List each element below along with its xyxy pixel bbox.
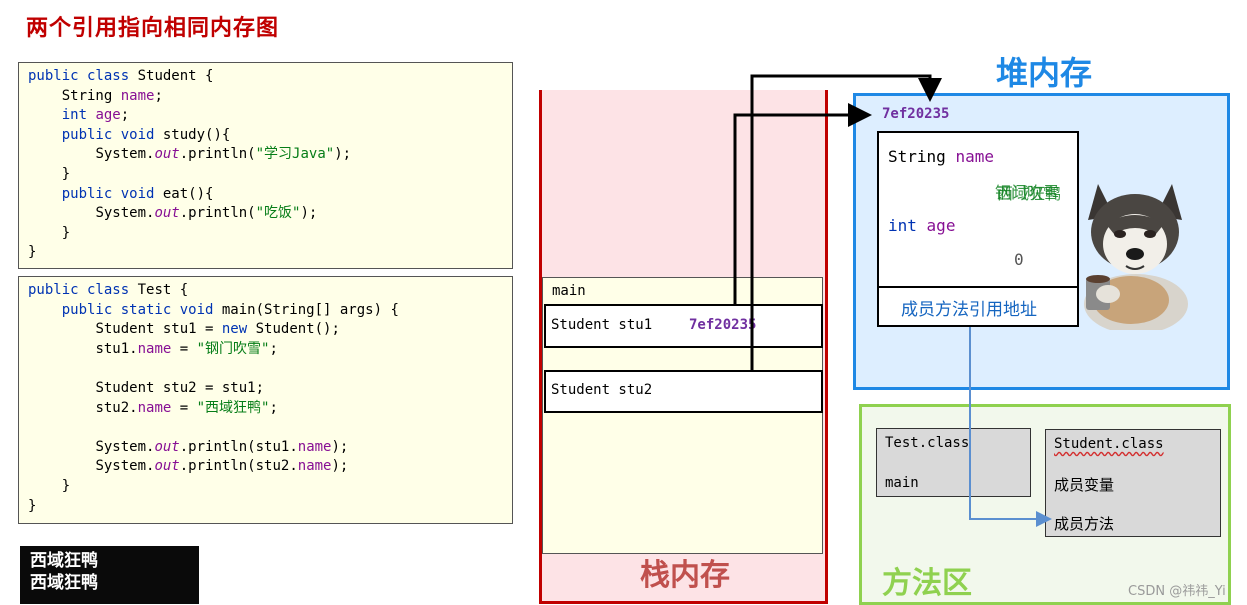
code-line: } — [61, 165, 71, 182]
stack-memory-label: 栈内存 — [640, 558, 730, 593]
husky-dog-image — [1076, 176, 1194, 334]
code-line: System.out.println(stu2.name); — [95, 458, 349, 475]
code-line: Student stu1 = new Student(); — [95, 321, 340, 338]
name-field-row: String name — [888, 147, 994, 166]
stack-frame-label: main — [552, 283, 586, 299]
code-line: Student stu2 = stu1; — [95, 379, 265, 396]
stu2-label: Student stu2 — [551, 382, 653, 398]
diagram-title: 两个引用指向相同内存图 — [26, 16, 280, 41]
name-value-new: 西域狂鸭 — [997, 184, 1062, 203]
heap-memory-label: 堆内存 — [996, 54, 1093, 92]
code-line: System.out.println("吃饭"); — [95, 205, 318, 222]
code-line: String name; — [61, 87, 163, 104]
stu1-address: 7ef20235 — [689, 317, 757, 333]
code-line: public class Student { — [28, 68, 214, 84]
code-line: public static void main(String[] args) { — [61, 301, 399, 318]
code-line: } — [28, 244, 37, 261]
code-line: System.out.println(stu1.name); — [95, 438, 349, 455]
test-main-method: main — [885, 475, 919, 491]
member-methods: 成员方法 — [1054, 515, 1115, 533]
stu2-variable: Student stu2 — [544, 370, 823, 413]
stu1-variable: Student stu1 7ef20235 — [544, 304, 823, 348]
age-field-type: int — [888, 216, 917, 235]
name-value-overlap: 钢门吹雪 西域狂鸭 — [995, 179, 1075, 203]
code-line: stu1.name = "钢门吹雪"; — [95, 340, 278, 357]
code-line: public void study(){ — [61, 126, 231, 143]
method-area-label: 方法区 — [882, 566, 972, 601]
age-value: 0 — [1014, 250, 1024, 269]
method-ref-label: 成员方法引用地址 — [901, 300, 1037, 320]
student-class-box: Student.class 成员变量 成员方法 — [1045, 429, 1221, 537]
name-field-name: name — [955, 147, 994, 166]
stu1-label: Student stu1 — [551, 317, 653, 333]
code-line: } — [61, 224, 71, 241]
code-line: public void eat(){ — [61, 185, 214, 202]
husky-dog-icon — [1084, 184, 1188, 334]
test-class-name: Test.class — [885, 435, 970, 451]
name-value-old: 钢门吹雪 — [995, 183, 1060, 202]
watermark: CSDN @祎祎_Yi — [1128, 584, 1226, 599]
age-field-row: int age — [888, 216, 955, 235]
code-line: System.out.println("学习Java"); — [95, 146, 352, 163]
age-field-name: age — [926, 216, 956, 235]
code-line: stu2.name = "西域狂鸭"; — [95, 399, 278, 416]
name-field-type: String — [888, 147, 946, 166]
method-reference-arrow — [969, 327, 1052, 527]
code-line: } — [61, 477, 71, 494]
test-class-code: public class Test { public static void m… — [18, 276, 513, 524]
student-object: String name 钢门吹雪 西域狂鸭 int age 0 成员方法引用地址 — [877, 131, 1079, 327]
code-line: int age; — [61, 107, 130, 124]
code-line: } — [28, 497, 37, 514]
code-line: public class Test { — [28, 282, 189, 298]
stu1-reference-arrow — [733, 103, 872, 304]
student-class-code: public class Student { String name; int … — [18, 62, 513, 269]
test-class-box: Test.class main — [876, 428, 1031, 497]
console-line: 西域狂鸭 — [30, 573, 98, 593]
console-output: 西域狂鸭 西域狂鸭 — [20, 546, 199, 604]
heap-object-address: 7ef20235 — [882, 106, 950, 122]
stu2-reference-arrow — [750, 74, 942, 370]
member-variables: 成员变量 — [1054, 476, 1115, 494]
method-ref-divider — [879, 286, 1077, 288]
student-class-name: Student.class — [1054, 436, 1164, 452]
console-line: 西域狂鸭 — [30, 551, 98, 571]
